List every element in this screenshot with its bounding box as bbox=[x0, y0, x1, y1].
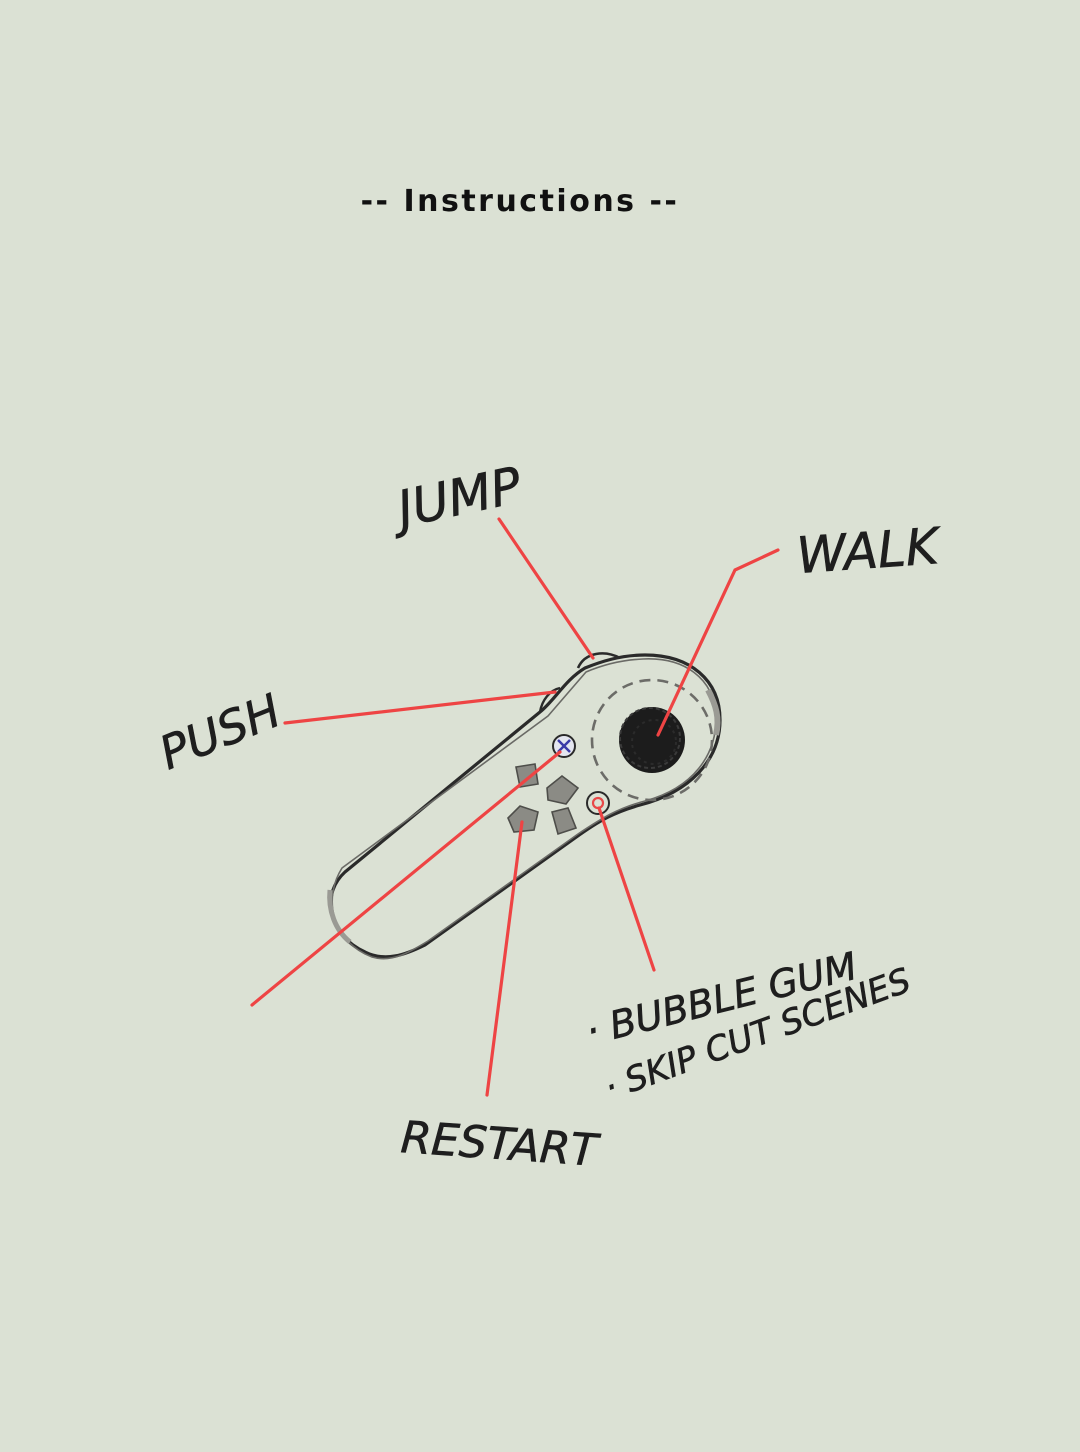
face-button-right bbox=[551, 807, 578, 836]
trigger-bump bbox=[576, 652, 621, 669]
vr-controller-sketch bbox=[327, 652, 722, 960]
joystick-ring bbox=[590, 678, 714, 802]
controller-outline bbox=[329, 653, 722, 959]
page-title: -- Instructions -- bbox=[360, 184, 680, 219]
pointer-x-button bbox=[250, 750, 562, 1007]
pointer-push bbox=[283, 690, 557, 725]
face-button-center bbox=[546, 774, 580, 805]
face-buttons bbox=[507, 763, 580, 836]
pointer-bubble-gum bbox=[597, 806, 656, 972]
face-button-left bbox=[507, 805, 539, 833]
edge-shade-handle bbox=[327, 889, 352, 944]
edge-shade bbox=[705, 688, 721, 736]
label-restart: RESTART bbox=[399, 1112, 602, 1177]
label-push: PUSH bbox=[152, 683, 288, 780]
pointer-walk bbox=[656, 548, 780, 737]
pointer-restart bbox=[485, 820, 524, 1097]
pointer-lines bbox=[250, 517, 780, 1097]
grip-bump bbox=[538, 686, 561, 713]
face-button-top bbox=[515, 763, 539, 788]
pointer-jump bbox=[497, 517, 595, 660]
o-button-icon bbox=[586, 791, 610, 815]
joystick-icon bbox=[619, 707, 685, 773]
label-walk: WALK bbox=[795, 517, 945, 585]
